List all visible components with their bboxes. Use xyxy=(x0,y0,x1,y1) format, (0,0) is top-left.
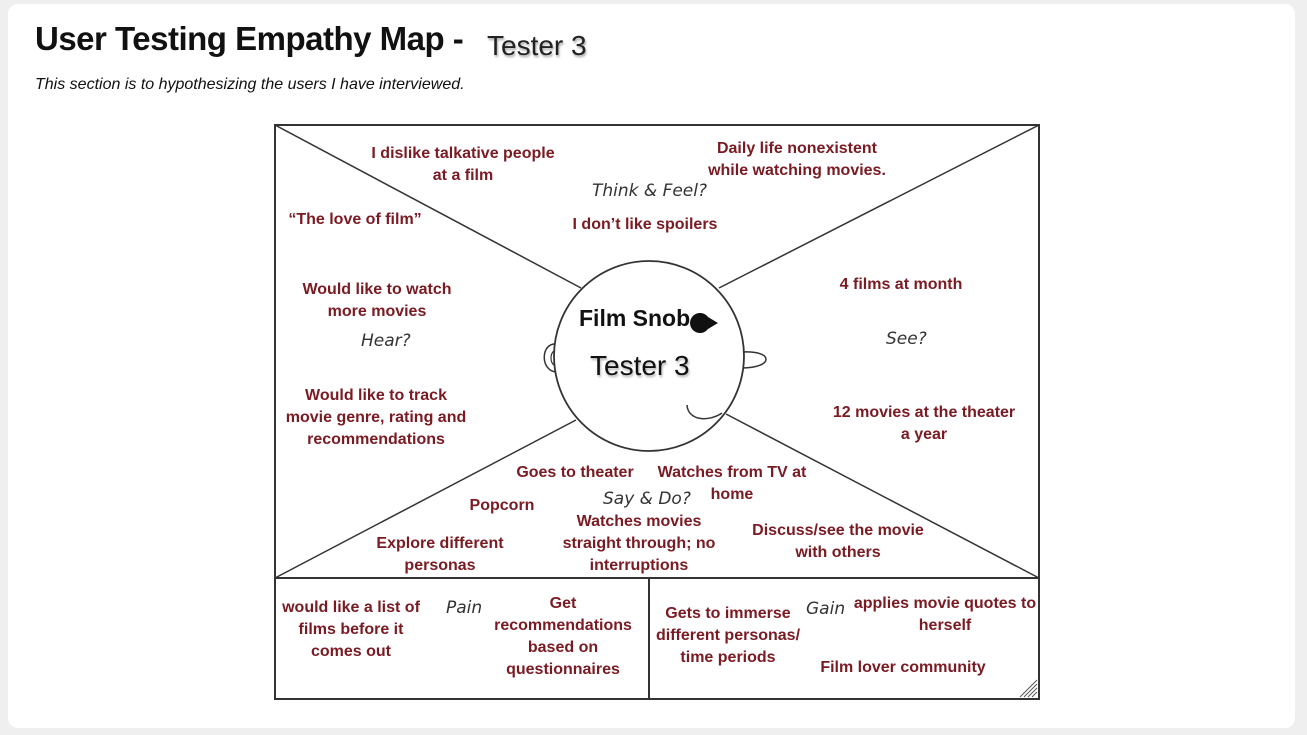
head-smile xyxy=(686,404,723,420)
quadrant-label-say-do: Say & Do? xyxy=(603,489,691,509)
note-daily-life: Daily life nonexistent while watching mo… xyxy=(708,140,886,179)
quadrant-label-pain: Pain xyxy=(446,598,483,618)
page-title: User Testing Empathy Map - xyxy=(35,20,464,57)
head-circle xyxy=(553,260,745,452)
note-no-spoilers: I don’t like spoilers xyxy=(572,216,718,233)
resize-hatch xyxy=(1019,679,1038,698)
empathy-map: Film Snob Tester 3 Think & Feel? I disli… xyxy=(274,124,1040,700)
head-right-ear xyxy=(741,351,767,369)
note-watches-tv: Watches from TV at home xyxy=(657,464,807,503)
note-twelve-movies: 12 movies at the theater a year xyxy=(832,404,1016,443)
head-eye xyxy=(690,313,718,333)
note-get-recommendations: Get recommendations based on questionnai… xyxy=(494,595,632,678)
note-film-lover-community: Film lover community xyxy=(820,659,986,676)
note-track-genre: Would like to track movie genre, rating … xyxy=(285,387,467,448)
quadrant-label-gain: Gain xyxy=(806,599,846,619)
note-four-films: 4 films at month xyxy=(839,276,963,293)
persona-label: Film Snob xyxy=(579,305,691,331)
note-watch-more: Would like to watch more movies xyxy=(302,281,452,320)
note-love-of-film: “The love of film” xyxy=(288,211,422,228)
note-immerse-personas: Gets to immerse different personas/ time… xyxy=(655,605,801,666)
title-tester-name: Tester 3 xyxy=(487,30,587,61)
map-border xyxy=(274,124,1040,700)
note-straight-through: Watches movies straight through; no inte… xyxy=(562,513,716,574)
page-subtitle: This section is to hypothesizing the use… xyxy=(35,76,465,93)
quadrant-label-hear: Hear? xyxy=(361,331,411,351)
note-goes-to-theater: Goes to theater xyxy=(516,464,634,481)
diagonal-top-left xyxy=(274,124,582,289)
note-list-of-films: would like a list of films before it com… xyxy=(282,599,420,660)
quadrant-label-see: See? xyxy=(886,329,927,349)
note-movie-quotes: applies movie quotes to herself xyxy=(853,595,1037,634)
quadrant-label-think-feel: Think & Feel? xyxy=(592,181,708,201)
diagonal-bottom-right xyxy=(725,413,1040,579)
empathy-map-drawing xyxy=(274,124,1040,700)
note-popcorn: Popcorn xyxy=(469,497,535,514)
diagonal-bottom-left xyxy=(274,419,577,579)
note-discuss-movie: Discuss/see the movie with others xyxy=(752,522,924,561)
note-explore-personas: Explore different personas xyxy=(376,535,504,574)
persona-name: Tester 3 xyxy=(590,350,690,381)
diagonal-top-right xyxy=(718,124,1040,289)
note-dislike-talkative: I dislike talkative people at a film xyxy=(371,145,555,184)
